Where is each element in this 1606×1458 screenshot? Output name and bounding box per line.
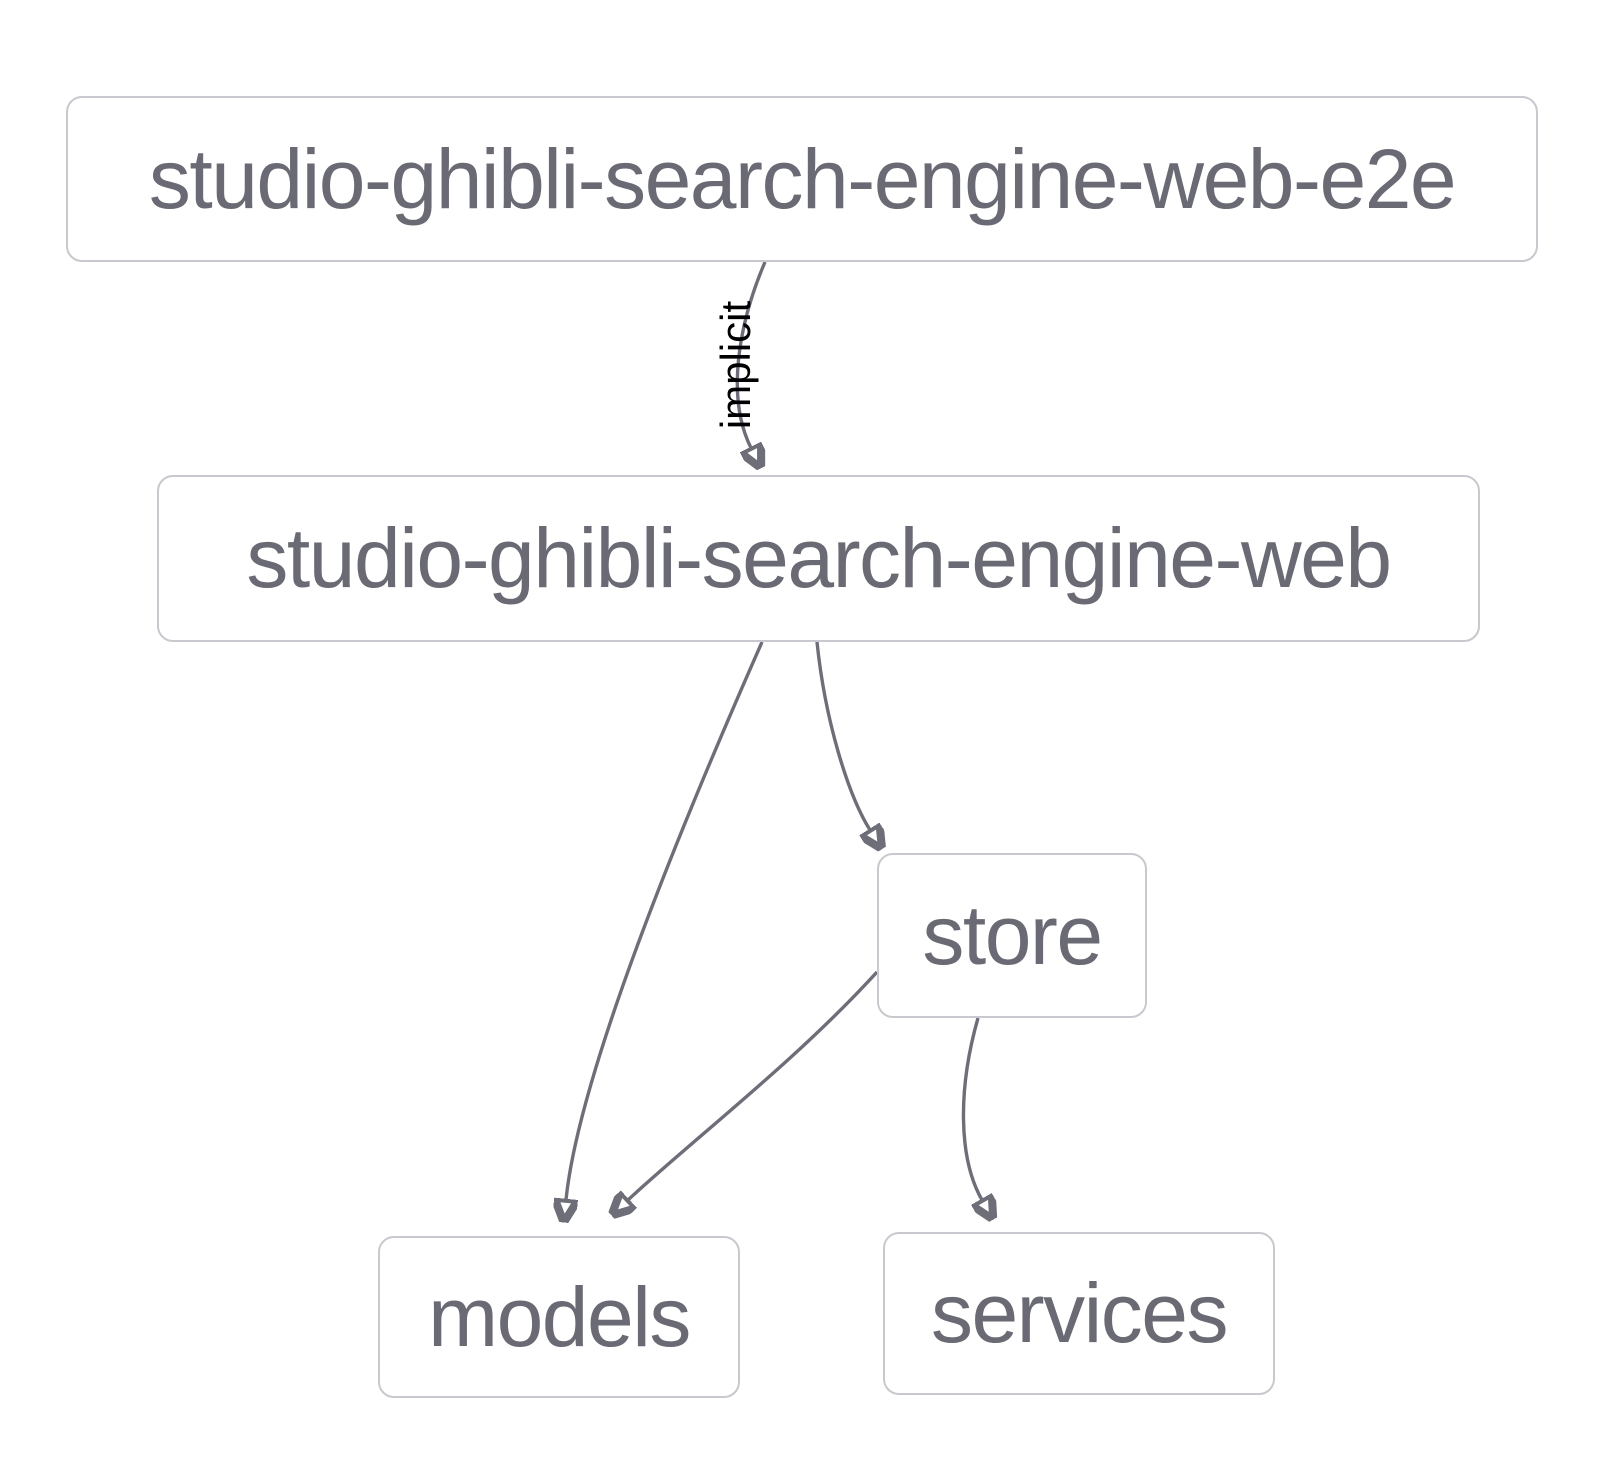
edge-e2e-to-web [735, 261, 767, 448]
edge-web-to-store [815, 641, 870, 830]
node-label: studio-ghibli-search-engine-web-e2e [148, 131, 1457, 226]
node-store[interactable]: store [877, 853, 1147, 1018]
edge-label-implicit: implicit [712, 300, 759, 430]
edge-store-to-services [961, 1017, 982, 1200]
node-label: models [428, 1269, 691, 1364]
node-studio-ghibli-search-engine-web[interactable]: studio-ghibli-search-engine-web [157, 475, 1480, 642]
node-services[interactable]: services [883, 1232, 1275, 1395]
node-studio-ghibli-search-engine-web-e2e[interactable]: studio-ghibli-search-engine-web-e2e [66, 96, 1538, 262]
node-models[interactable]: models [378, 1236, 740, 1398]
edge-web-to-models [566, 641, 764, 1200]
node-label: services [930, 1266, 1229, 1360]
node-label: store [922, 888, 1103, 982]
edge-store-to-models [628, 970, 879, 1200]
node-label: studio-ghibli-search-engine-web [246, 511, 1392, 605]
